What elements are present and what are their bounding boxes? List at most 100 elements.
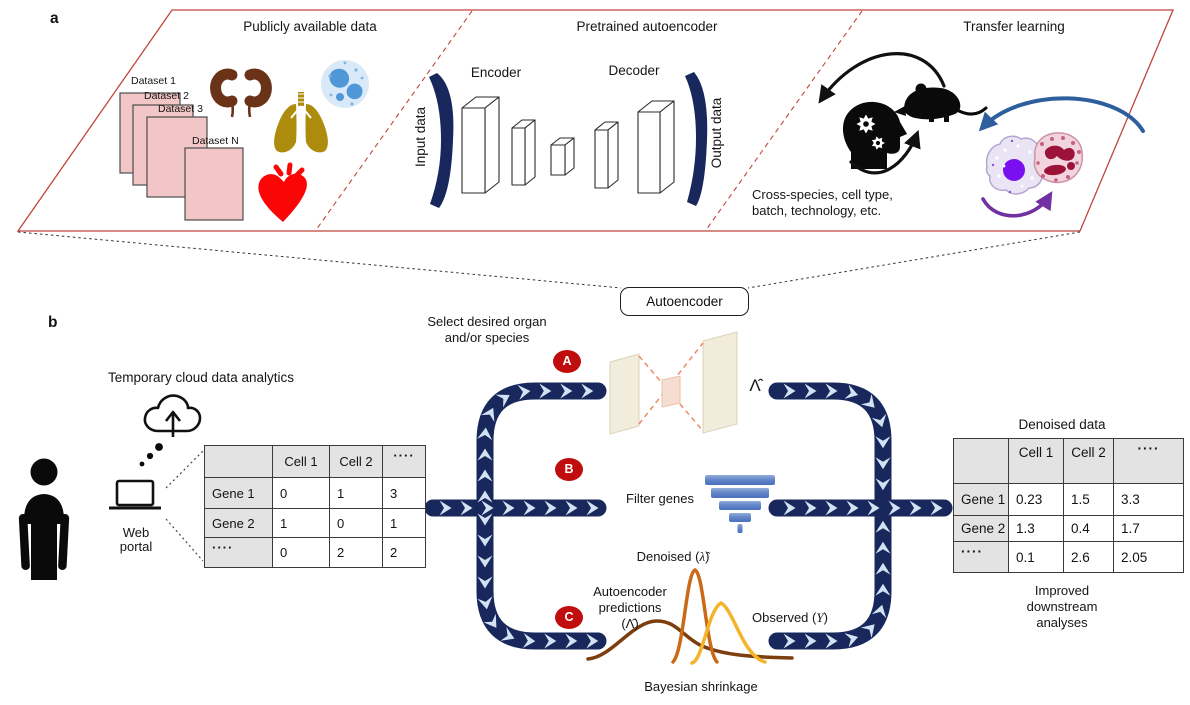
cell: 1.3: [1008, 515, 1064, 542]
output-data-label: Output data: [709, 97, 725, 169]
select-organ-label-line1: Select desired organ: [427, 314, 547, 329]
arrow-mouse-to-head: [818, 52, 946, 104]
table-row: Gene 1 0.23 1.5 3.3: [953, 483, 1184, 516]
section-title-pretrained-autoencoder: Pretrained autoencoder: [576, 19, 718, 34]
row-header: Gene 1: [204, 477, 273, 509]
denoised-var: λ̂: [699, 549, 706, 564]
panel-b-label: b: [48, 314, 58, 331]
step-badge-b: B: [555, 458, 583, 481]
select-organ-label-line2: and/or species: [444, 330, 530, 345]
row-header: Gene 2: [204, 508, 273, 538]
observed-curve: [690, 601, 767, 665]
cloud-upload-icon: [143, 394, 202, 437]
cell-transfer-arrows: [978, 96, 1145, 218]
layer-box: [461, 96, 500, 194]
ae-predictions-label-line1: Autoencoder: [593, 584, 667, 599]
table-header-row: Cell 1 Cell 2 ····: [953, 438, 1184, 484]
cloud-analytics-label: Temporary cloud data analytics: [107, 370, 295, 385]
cell: 1.5: [1063, 483, 1114, 516]
species-transfer-arrows: [818, 52, 946, 175]
table-row: ···· 0 2 2: [204, 537, 426, 568]
cell: 0.4: [1063, 515, 1114, 542]
arrow-purple-cell: [981, 191, 1053, 218]
human-head-gears-icon: [842, 101, 907, 169]
input-data-slab: [429, 73, 454, 208]
improved-label-line2: downstream: [1026, 599, 1098, 614]
cell: 2.6: [1063, 541, 1114, 573]
section-title-transfer-learning: Transfer learning: [963, 19, 1065, 34]
dataset-label-n: Dataset N: [192, 135, 239, 147]
dataset-stack: [119, 92, 244, 221]
table-row: Gene 2 1 0 1: [204, 508, 426, 538]
laptop-icon: [109, 479, 161, 510]
cell: 0: [272, 477, 330, 509]
cell: 3.3: [1113, 483, 1184, 516]
denoised-data-title: Denoised data: [1018, 417, 1106, 432]
flow-branch-a-right: [768, 382, 892, 515]
transfer-caption-line1: Cross-species, cell type,: [752, 187, 893, 202]
cell: 0: [272, 537, 330, 568]
layer-box: [511, 119, 536, 186]
header-cell: [204, 445, 273, 478]
input-data-table: Cell 1 Cell 2 ···· Gene 1 0 1 3 Gene 2 1…: [204, 445, 426, 568]
heart-icon: [258, 162, 307, 222]
lambda-hat-symbol: Λ̂: [749, 376, 761, 395]
input-data-label: Input data: [413, 106, 429, 168]
cell: 1: [382, 508, 426, 538]
layer-box: [594, 121, 619, 189]
step-badge-a: A: [553, 350, 581, 373]
filter-funnel-icon: [705, 475, 775, 533]
ae-predictions-label-line2: predictions: [598, 600, 662, 615]
header-cell: Cell 1: [1008, 438, 1064, 484]
panel-a-label: a: [50, 10, 59, 27]
header-cell: Cell 2: [1063, 438, 1114, 484]
cell: 1: [272, 508, 330, 538]
improved-label-line3: analyses: [1036, 615, 1088, 630]
output-data-slab: [685, 72, 708, 206]
denoised-data-table: Cell 1 Cell 2 ···· Gene 1 0.23 1.5 3.3 G…: [953, 438, 1184, 573]
blue-cell-icon: [321, 60, 369, 108]
header-cell: Cell 2: [329, 445, 383, 478]
thought-dots: [139, 443, 163, 467]
dataset-label-1: Dataset 1: [131, 75, 176, 87]
header-cell-ellipsis: ····: [1113, 438, 1184, 484]
cell: 1: [329, 477, 383, 509]
cell: 0.1: [1008, 541, 1064, 573]
layer-box: [637, 100, 675, 194]
cell: 0: [329, 508, 383, 538]
observed-label: Observed (Y): [752, 610, 828, 626]
section-title-public-data: Publicly available data: [243, 19, 377, 34]
cell: 1.7: [1113, 515, 1184, 542]
mouse-icon: [894, 83, 988, 122]
dataset-label-2: Dataset 2: [144, 90, 189, 102]
autoencoder-box: Autoencoder: [620, 287, 749, 316]
flow-branch-a-left: [476, 382, 607, 518]
autoencoder-predictions-curve: [586, 619, 794, 661]
cell: 2.05: [1113, 541, 1184, 573]
arrow-blue-cell: [978, 96, 1145, 133]
denoised-post: ): [705, 549, 710, 564]
workflow-arrows: [424, 382, 953, 650]
denoised-curve: [671, 568, 719, 664]
lung-icon: [274, 92, 328, 153]
encoder-label: Encoder: [470, 65, 522, 80]
filter-genes-label: Filter genes: [626, 491, 694, 506]
layer-box: [550, 137, 575, 176]
user-icon: [18, 458, 70, 580]
laptop-table-connectors: [165, 450, 204, 562]
step-badge-c: C: [555, 606, 583, 629]
row-header: Gene 1: [953, 483, 1009, 516]
improved-label-line1: Improved: [1034, 583, 1090, 598]
arrow-head-to-mouse: [849, 129, 921, 175]
panel-a-frame: [16, 9, 1174, 232]
table-header-row: Cell 1 Cell 2 ····: [204, 445, 426, 478]
observed-var: Y: [816, 610, 824, 625]
kidney-icon: [210, 68, 272, 118]
shrinkage-curves: [586, 568, 794, 665]
autoencoder-planes: [609, 331, 738, 435]
observed-pre: Observed (: [752, 610, 817, 625]
transfer-caption-line2: batch, technology, etc.: [752, 203, 882, 218]
zoom-connector-lines: [17, 231, 1081, 289]
